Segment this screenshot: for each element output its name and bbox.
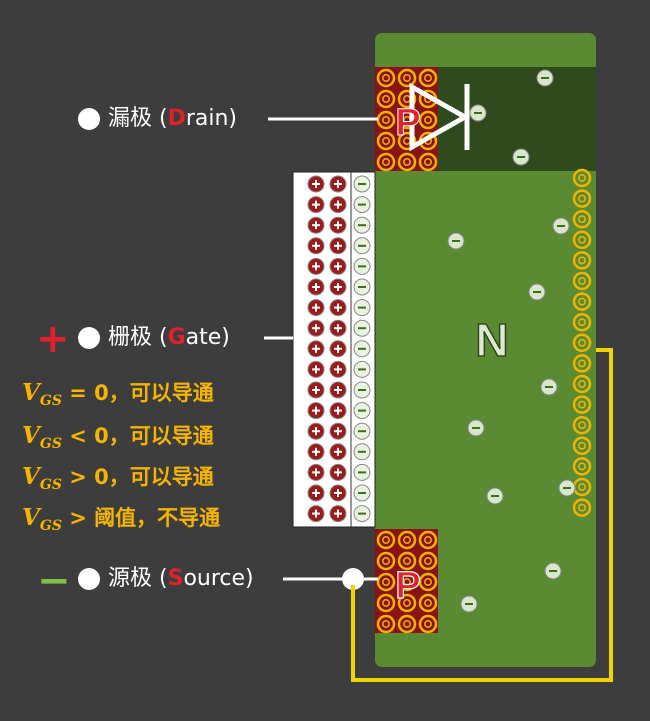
- drain-label-suffix: rain): [185, 106, 238, 131]
- condition-3-v: V: [22, 463, 40, 490]
- channel-ring: [572, 395, 592, 414]
- hole-ring: [397, 89, 417, 109]
- channel-ring: [572, 354, 592, 373]
- external-loop-wire: [351, 348, 613, 682]
- gate-dot: [78, 327, 100, 349]
- condition-2-v: V: [22, 422, 40, 449]
- condition-line-2: VGS < 0，可以导通: [22, 423, 214, 457]
- hole-ring: [376, 68, 396, 88]
- drain-label-letter: D: [167, 106, 186, 131]
- condition-1-text: = 0，可以导通: [61, 381, 214, 405]
- drain-p-label: P: [395, 102, 420, 144]
- source-label-prefix: 源极 (: [108, 566, 168, 591]
- source-p-holes: [376, 530, 438, 634]
- channel-ring: [572, 230, 592, 250]
- gate-label-prefix: 栅极 (: [108, 325, 168, 350]
- hole-ring: [397, 68, 417, 88]
- hole-ring: [376, 89, 396, 109]
- condition-line-4: VGS > 阈值，不导通: [22, 505, 220, 539]
- source-label: 源极 (Source): [108, 566, 254, 592]
- hole-ring: [376, 530, 396, 550]
- hole-ring: [418, 593, 438, 613]
- hole-ring: [397, 110, 417, 130]
- hole-ring: [418, 68, 438, 88]
- hole-ring: [376, 551, 396, 571]
- gate-label-letter: G: [167, 325, 186, 350]
- source-dot: [78, 568, 100, 590]
- source-minus-sign: −: [37, 558, 71, 604]
- n-region-label: N: [475, 314, 508, 366]
- hole-ring: [418, 152, 438, 172]
- source-junction: [342, 568, 364, 590]
- gate-positive-charges: [307, 175, 347, 523]
- n-region: [375, 33, 596, 667]
- channel-ring: [572, 168, 592, 188]
- condition-3-sub: GS: [39, 477, 62, 493]
- hole-ring: [376, 593, 396, 613]
- gate-label: 栅极 (Gate): [108, 325, 230, 351]
- channel-ring: [572, 415, 592, 435]
- condition-4-text: > 阈值，不导通: [61, 506, 221, 530]
- hole-ring: [376, 152, 396, 172]
- channel-ring: [572, 333, 592, 353]
- hole-ring: [397, 131, 417, 151]
- channel-ring: [572, 271, 592, 291]
- channel-ring: [572, 251, 592, 270]
- source-label-suffix: ource): [183, 566, 254, 591]
- hole-ring: [397, 551, 417, 571]
- condition-2-text: < 0，可以导通: [61, 424, 214, 448]
- free-electrons: [447, 69, 576, 613]
- hole-ring: [418, 614, 438, 634]
- induced-channel-rings: [572, 168, 592, 517]
- condition-line-3: VGS > 0，可以导通: [22, 464, 214, 498]
- channel-ring: [572, 374, 592, 394]
- condition-3-text: > 0，可以导通: [61, 465, 214, 489]
- hole-ring: [376, 614, 396, 634]
- condition-4-v: V: [22, 504, 40, 531]
- gate-label-suffix: ate): [185, 325, 230, 350]
- condition-2-sub: GS: [39, 436, 62, 452]
- channel-ring: [572, 292, 592, 311]
- hole-ring: [418, 551, 438, 571]
- channel-negative-charges: [353, 175, 371, 523]
- gate-plus-sign: +: [36, 316, 70, 362]
- channel-ring: [572, 209, 592, 229]
- channel-ring: [572, 189, 592, 208]
- drain-label-prefix: 漏极 (: [108, 106, 168, 131]
- source-p-label: P: [395, 565, 420, 607]
- hole-ring: [397, 572, 417, 592]
- drain-dot: [78, 108, 100, 130]
- body-diode-symbol: [409, 82, 471, 152]
- channel-ring: [572, 457, 592, 476]
- channel-ring: [572, 312, 592, 332]
- condition-line-1: VGS = 0，可以导通: [22, 380, 214, 414]
- hole-ring: [376, 572, 396, 592]
- hole-ring: [397, 530, 417, 550]
- hole-ring: [397, 593, 417, 613]
- hole-ring: [397, 614, 417, 634]
- condition-1-v: V: [22, 379, 40, 406]
- hole-ring: [418, 530, 438, 550]
- source-label-letter: S: [167, 566, 184, 591]
- channel-ring: [572, 498, 592, 517]
- condition-1-sub: GS: [39, 393, 62, 409]
- hole-ring: [418, 110, 438, 130]
- channel-ring: [572, 436, 592, 456]
- drain-label: 漏极 (Drain): [108, 106, 237, 132]
- hole-ring: [418, 572, 438, 592]
- condition-4-sub: GS: [39, 518, 62, 534]
- hole-ring: [397, 152, 417, 172]
- hole-ring: [376, 131, 396, 151]
